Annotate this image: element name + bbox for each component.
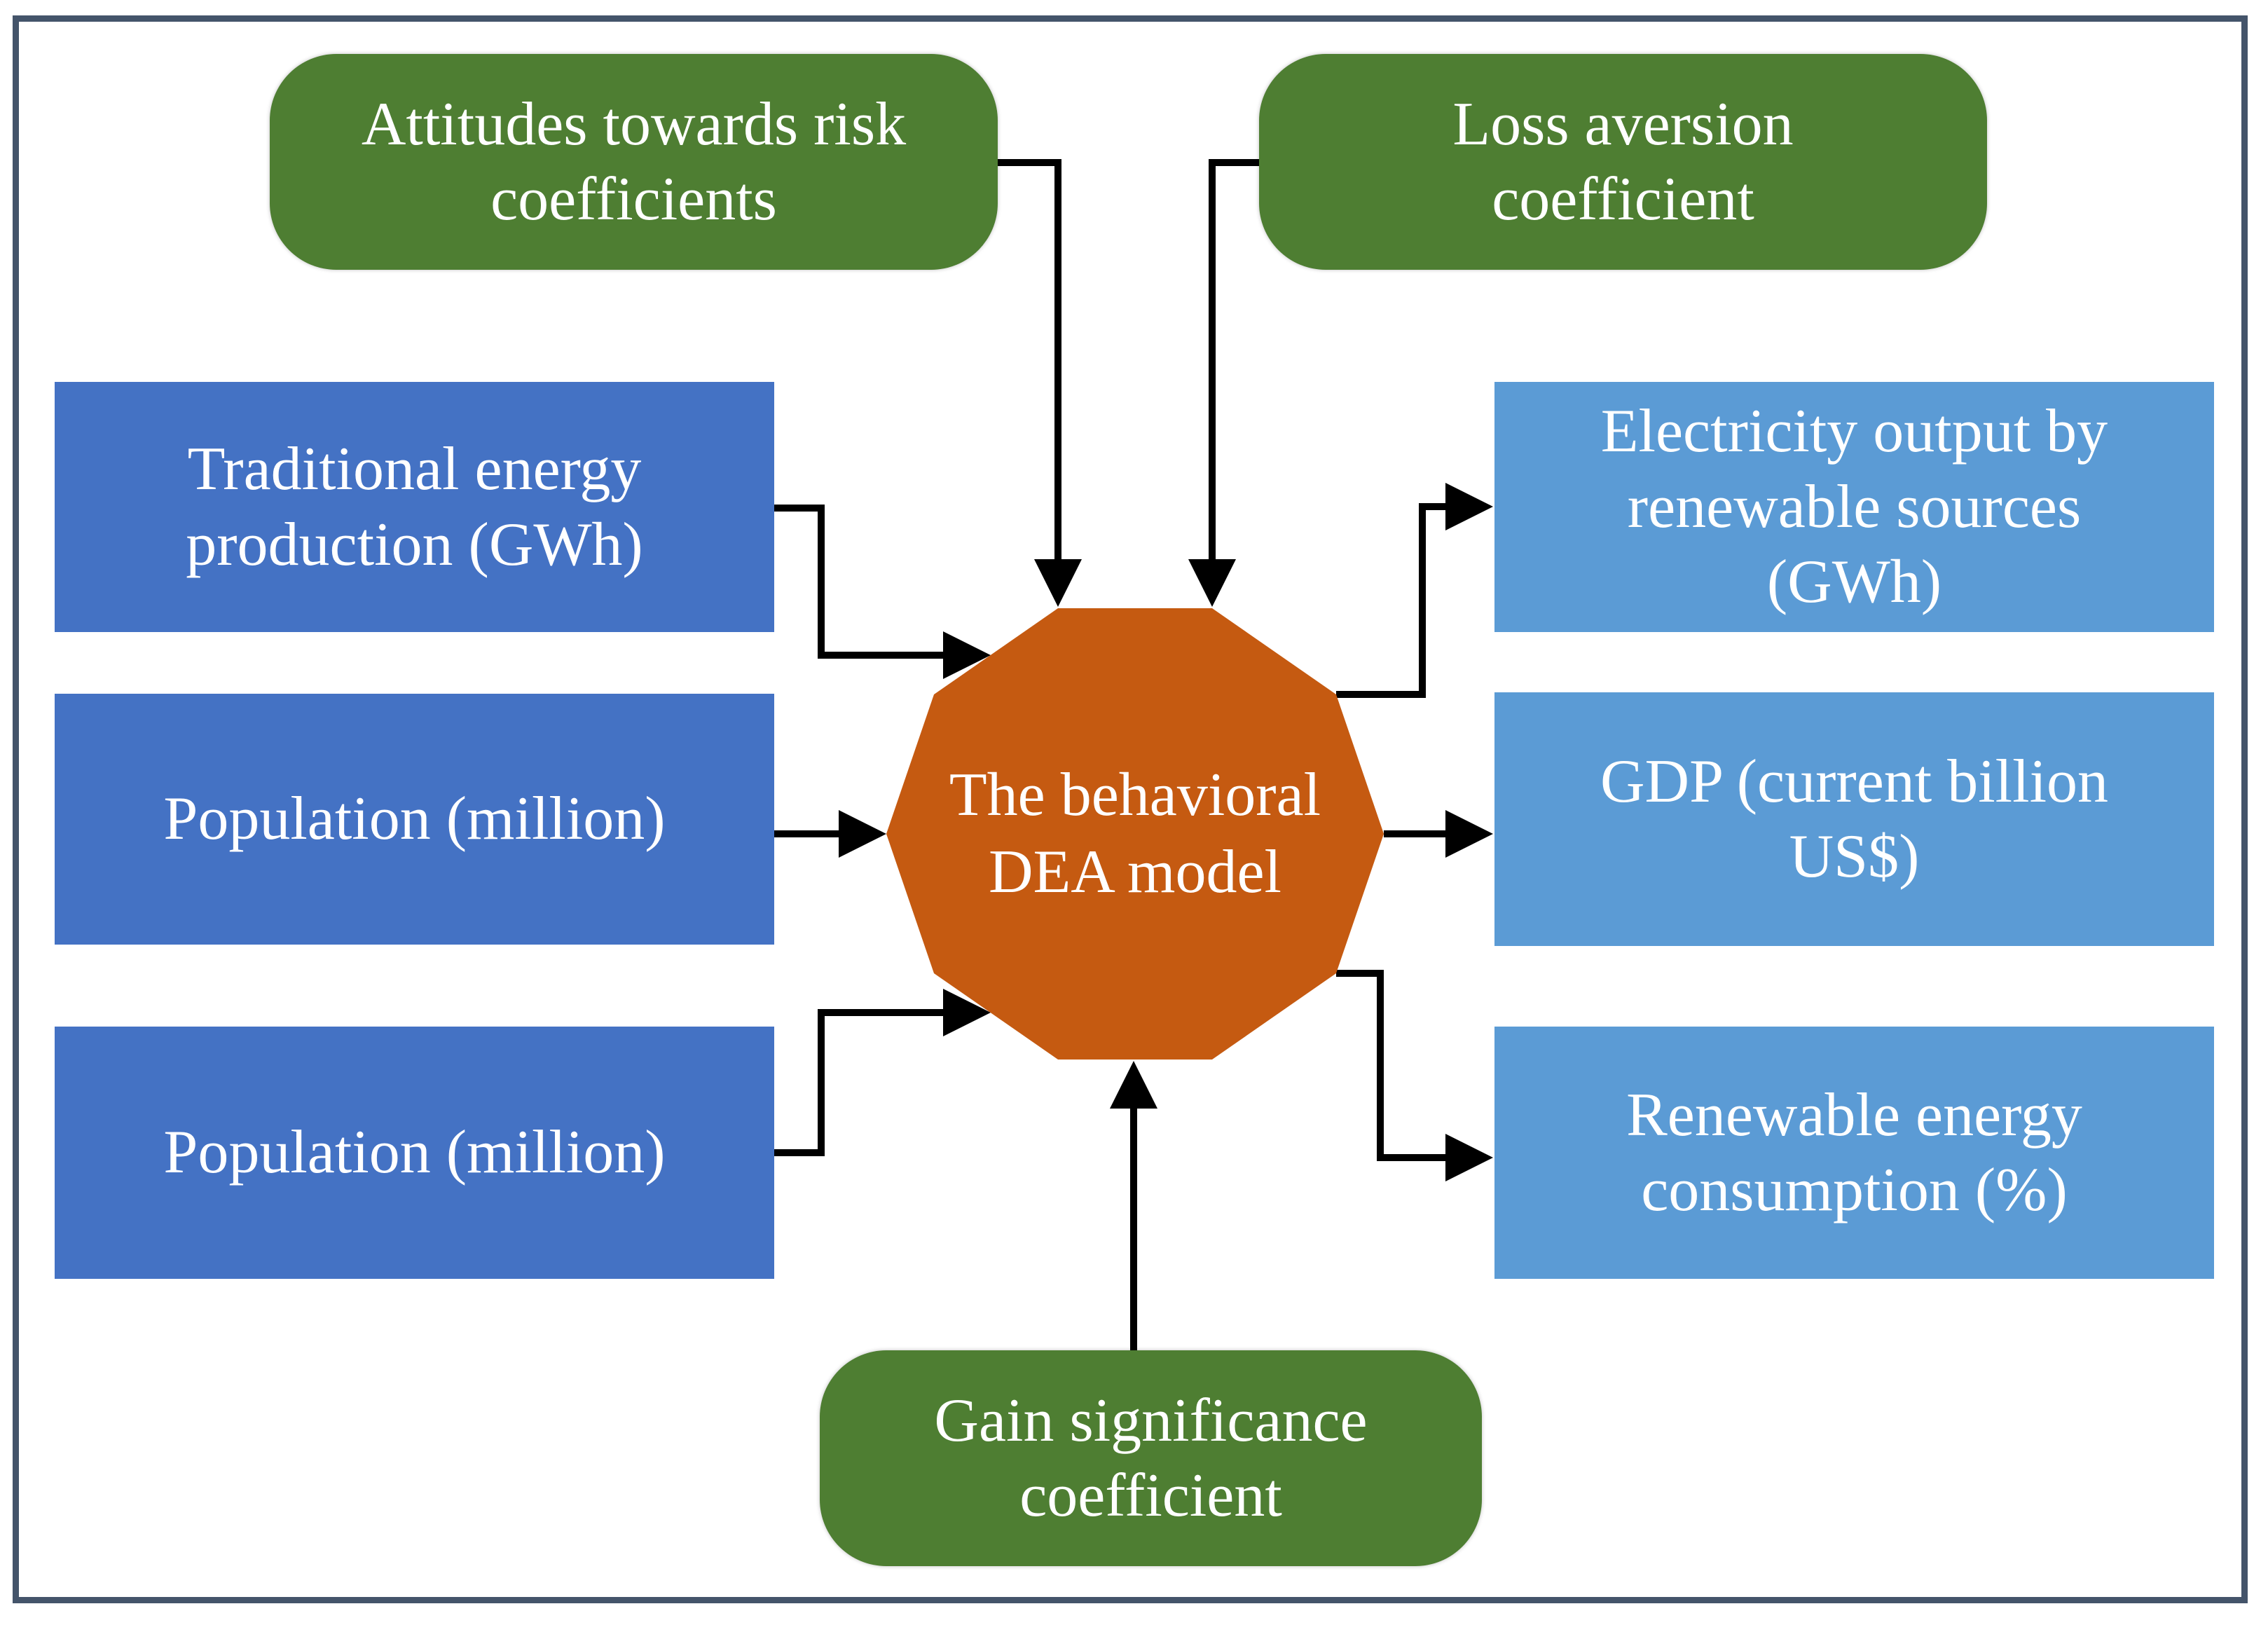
node-electricity-output-renewable: Electricity output by renewable sources …: [1494, 382, 2214, 632]
decagon-shape: [886, 608, 1384, 1060]
arrow-gain-to-model: [1110, 1061, 1157, 1350]
figure-border: [13, 15, 2248, 1603]
node-traditional-energy-production: Traditional energy production (GWh): [55, 382, 774, 632]
arrow-loss-to-model: [1188, 159, 1259, 607]
node-gain-significance-coefficient: Gain significance coefficient: [820, 1350, 1482, 1566]
node-attitudes-risk-coefficients: Attitudes towards risk coefficients: [270, 54, 998, 270]
node-population-top: Population (million): [55, 694, 774, 945]
node-gdp-current-billion: GDP (current billion US$): [1494, 692, 2214, 946]
arrow-attitudes-to-model: [998, 159, 1082, 607]
arrow-traditional-to-model: [774, 505, 991, 679]
arrow-population-top-to-model: [774, 810, 886, 858]
node-population-bottom: Population (million): [55, 1027, 774, 1279]
arrow-model-to-renewable: [1336, 970, 1493, 1181]
arrow-model-to-electricity: [1336, 483, 1493, 698]
node-renewable-energy-consumption: Renewable energy consumption (%): [1494, 1027, 2214, 1279]
node-behavioral-dea-model-label: The behavioral DEA model: [949, 761, 1321, 906]
arrow-model-to-gdp: [1384, 810, 1493, 858]
arrow-population-bottom-to-model: [774, 989, 991, 1156]
node-loss-aversion-coefficient: Loss aversion coefficient: [1259, 54, 1987, 270]
